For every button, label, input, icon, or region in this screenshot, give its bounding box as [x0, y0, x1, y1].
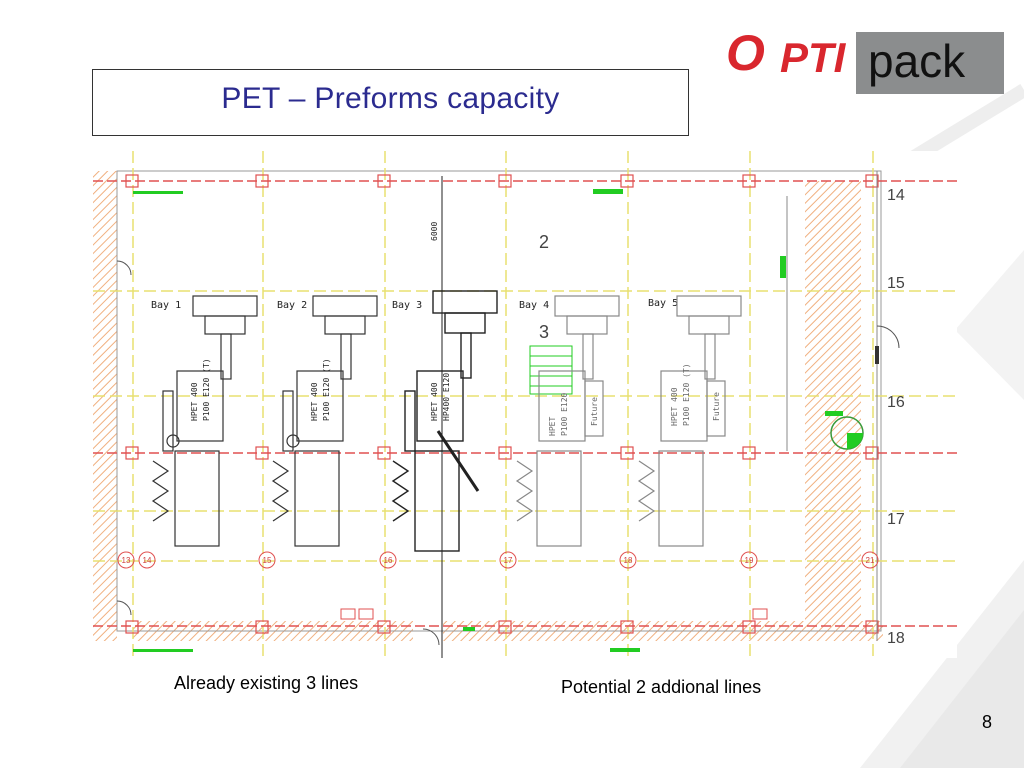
dimension-label: 6000 — [430, 222, 439, 241]
machine-4-label-b: P100 E120 — [560, 392, 569, 436]
machine-line-2 — [271, 295, 378, 547]
machine-2-label-a: HPET 400 — [310, 382, 319, 421]
slide-title: PET – Preforms capacity — [221, 82, 560, 115]
machine-5-label-future: Future — [712, 392, 721, 421]
logo-pack-box: pack — [856, 32, 1004, 94]
machine-4-label-future: Future — [590, 397, 599, 426]
row-label-18: 18 — [887, 630, 905, 647]
zone-label-2: 2 — [539, 232, 549, 252]
machine-line-1 — [151, 295, 258, 547]
bay-5-label: Bay 5 — [648, 298, 678, 309]
bay-2-label: Bay 2 — [277, 300, 307, 311]
page-number: 8 — [982, 712, 993, 732]
row-label-14: 14 — [887, 187, 905, 204]
machine-3-label-b: HP400 E120 — [442, 373, 451, 421]
column-marker-18: 18 — [624, 556, 633, 565]
column-marker-13: 13 — [122, 556, 131, 565]
bay-3-label: Bay 3 — [392, 300, 422, 311]
caption-potential-lines: Potential 2 addional lines — [561, 677, 762, 697]
row-label-16: 16 — [887, 394, 905, 411]
machine-3-label-a: HPET 400 — [430, 382, 439, 421]
logo-pack-text: pack — [868, 35, 966, 87]
column-marker-15: 15 — [263, 556, 272, 565]
machine-5-label-b: P100 E120 (T) — [682, 363, 691, 426]
structural-grid — [93, 151, 957, 658]
logo-letter-o: O — [726, 25, 765, 81]
zone-label-3: 3 — [539, 322, 549, 342]
column-marker-21: 21 — [866, 556, 875, 565]
machine-line-5-future — [637, 295, 742, 547]
machine-2-label-b: P100 E120 (T) — [322, 358, 331, 421]
column-marker-16: 16 — [384, 556, 393, 565]
machine-5-label-a: HPET 400 — [670, 387, 679, 426]
column-marker-19: 19 — [745, 556, 754, 565]
row-label-15: 15 — [887, 275, 905, 292]
machine-line-3 — [391, 290, 498, 552]
title-box: PET – Preforms capacity — [92, 69, 689, 136]
column-marker-14: 14 — [143, 556, 152, 565]
machine-1-label-b: P100 E120 (T) — [202, 358, 211, 421]
machine-4-label-a: HPET — [548, 417, 557, 436]
row-label-17: 17 — [887, 511, 905, 528]
left-hatch-wall — [93, 171, 117, 641]
logo-pti: PTI — [780, 34, 846, 81]
machine-line-4-future — [515, 295, 620, 547]
machine-1-label-a: HPET 400 — [190, 382, 199, 421]
optipack-logo: O PTI pack — [726, 24, 1006, 99]
column-marker-17: 17 — [504, 556, 513, 565]
bay-1-label: Bay 1 — [151, 300, 181, 311]
floor-plan: 6000 Bay 1 Bay 2 Bay 3 Bay 4 Bay 5 2 3 1… — [93, 151, 957, 658]
caption-existing-lines: Already existing 3 lines — [174, 673, 359, 693]
right-hatch-zone — [805, 181, 861, 621]
bay-4-label: Bay 4 — [519, 300, 549, 311]
